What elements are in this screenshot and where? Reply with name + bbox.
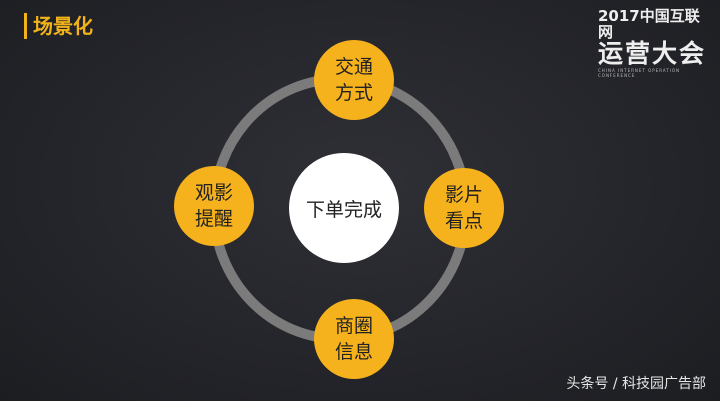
node-label: 看点 (444, 210, 483, 232)
logo-line3: CHINA INTERNET OPERATION CONFERENCE (598, 68, 681, 78)
node-label: 提醒 (194, 208, 233, 230)
footer-watermark: 头条号 / 科技园广告部 (566, 376, 706, 392)
node-label: 信息 (334, 341, 373, 363)
logo-line2: 运营大会 (598, 39, 707, 68)
center-node: 下单完成 (289, 153, 399, 263)
slide-title: 场景化 (24, 13, 93, 39)
node-label: 商圈 (334, 315, 373, 337)
node-reminder: 观影 提醒 (174, 166, 254, 246)
node-transport: 交通 方式 (314, 40, 394, 120)
node-label: 观影 (194, 182, 233, 204)
node-label: 方式 (334, 82, 373, 104)
logo-line1: 2017中国互联网 (598, 7, 700, 41)
node-label: 交通 (334, 56, 373, 78)
node-label: 影片 (444, 184, 483, 206)
node-film: 影片 看点 (424, 168, 504, 248)
node-business: 商圈 信息 (314, 299, 394, 379)
conference-logo: 2017中国互联网 运营大会 CHINA INTERNET OPERATION … (598, 8, 713, 78)
